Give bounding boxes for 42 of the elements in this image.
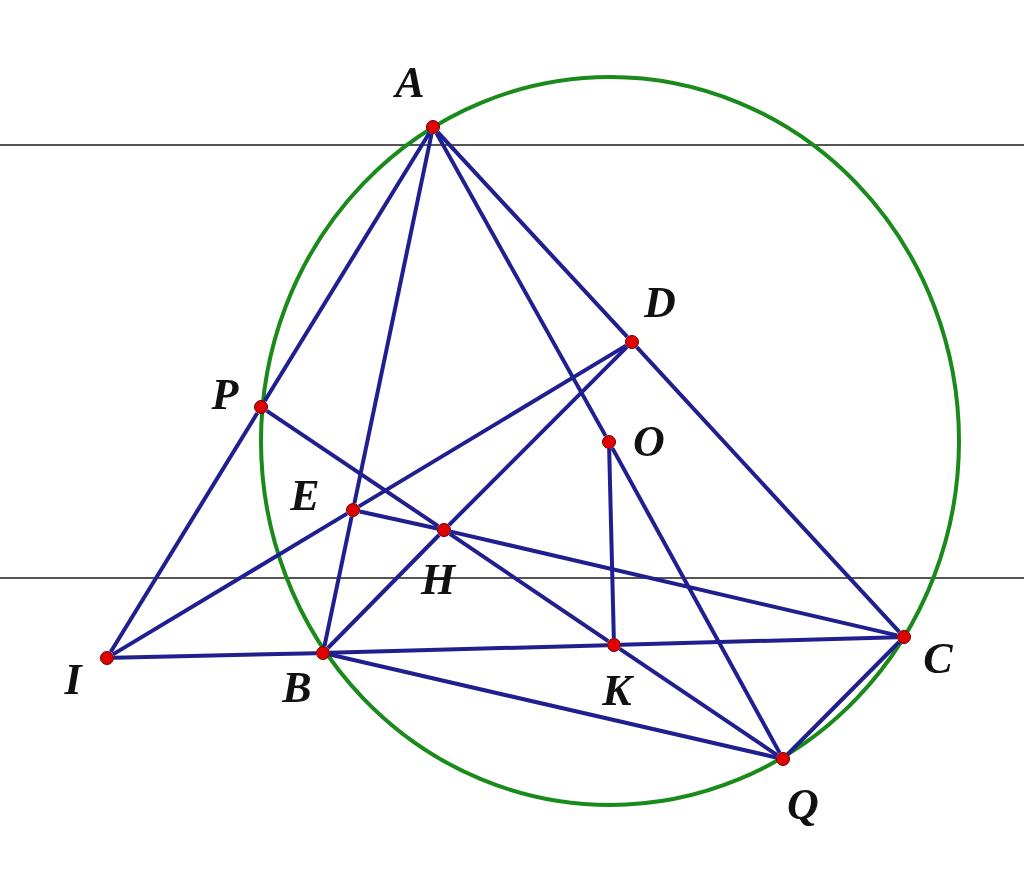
line-segment (434, 132, 608, 437)
line-segment (436, 130, 629, 339)
line-segment (448, 532, 610, 643)
line-segment (786, 640, 901, 756)
line-segment (359, 509, 438, 531)
point-marker (607, 638, 621, 652)
point-marker (776, 752, 790, 766)
point-label: K (602, 669, 632, 713)
point-label: I (64, 658, 82, 702)
line-segment (610, 447, 782, 754)
point-label: P (211, 373, 239, 417)
point-label: B (282, 666, 312, 710)
line-segment (635, 345, 901, 634)
line-segment (322, 516, 354, 647)
line-segment (326, 533, 441, 650)
point-marker (602, 435, 616, 449)
point-label: E (290, 474, 320, 518)
point-marker (316, 646, 330, 660)
line-segment (607, 448, 616, 639)
point-label: D (644, 281, 676, 325)
line-segment (618, 647, 779, 757)
line-segment (352, 133, 434, 504)
point-marker (100, 651, 114, 665)
line-segment (329, 652, 777, 760)
line-segment (108, 411, 260, 654)
point-marker (254, 400, 268, 414)
line-segment (113, 651, 317, 660)
point-label: O (633, 420, 665, 464)
point-marker (437, 523, 451, 537)
line-segment (329, 643, 608, 655)
line-segment (447, 345, 629, 527)
line-segment (265, 409, 440, 528)
line-segment (620, 635, 898, 647)
point-marker (346, 503, 360, 517)
point-label: Q (787, 783, 819, 827)
line-segment (262, 131, 432, 403)
point-label: C (923, 637, 953, 681)
line-segment (357, 343, 628, 509)
point-marker (426, 120, 440, 134)
point-label: A (395, 61, 425, 105)
line-segment (111, 511, 349, 657)
line-segment (450, 529, 898, 638)
